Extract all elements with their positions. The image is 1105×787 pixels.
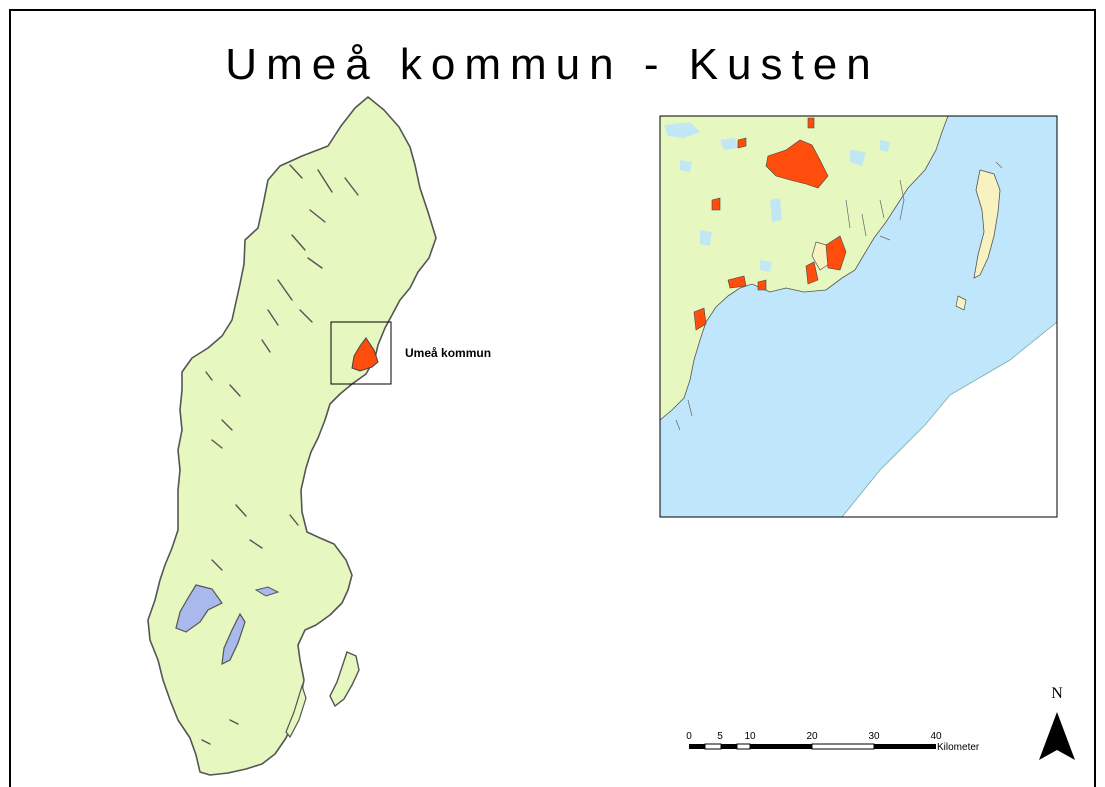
scale-tick-0: 0 bbox=[686, 731, 692, 742]
lake-malaren bbox=[254, 586, 280, 597]
overview-map: Umeå kommun bbox=[147, 96, 491, 776]
detail-urban-areas bbox=[693, 117, 847, 331]
scale-bar: 0 5 10 20 30 40 Kilometer bbox=[686, 731, 980, 753]
detail-outer-area bbox=[841, 321, 1057, 517]
map-title: Umeå kommun - Kusten bbox=[225, 40, 880, 89]
scale-tick-5: 5 bbox=[717, 731, 723, 742]
inset-label: Umeå kommun bbox=[405, 346, 491, 360]
scale-tick-10: 10 bbox=[744, 731, 756, 742]
detail-coastline-fragments bbox=[675, 161, 1003, 431]
scale-tick-30: 30 bbox=[868, 731, 880, 742]
detail-map-frame bbox=[659, 115, 1058, 518]
detail-island-holmon bbox=[973, 169, 1001, 279]
inset-locator-box bbox=[330, 321, 392, 385]
scale-tick-40: 40 bbox=[930, 731, 942, 742]
lake-vanern bbox=[175, 584, 223, 633]
scale-tick-20: 20 bbox=[806, 731, 818, 742]
oland-island bbox=[285, 684, 307, 739]
detail-lakes bbox=[664, 122, 890, 272]
inland-lakes bbox=[201, 164, 359, 745]
north-label: N bbox=[1051, 685, 1063, 702]
gotland-island bbox=[329, 651, 360, 708]
detail-mainland bbox=[660, 116, 949, 421]
north-arrow-icon: N bbox=[1039, 685, 1075, 760]
lake-vattern bbox=[221, 612, 246, 666]
detail-map bbox=[660, 116, 1057, 517]
umea-kommun-area bbox=[351, 337, 379, 372]
layout-frame bbox=[9, 9, 1096, 787]
detail-island-small-1 bbox=[955, 295, 967, 311]
sweden-land bbox=[147, 96, 437, 776]
scale-unit-label: Kilometer bbox=[937, 742, 980, 753]
